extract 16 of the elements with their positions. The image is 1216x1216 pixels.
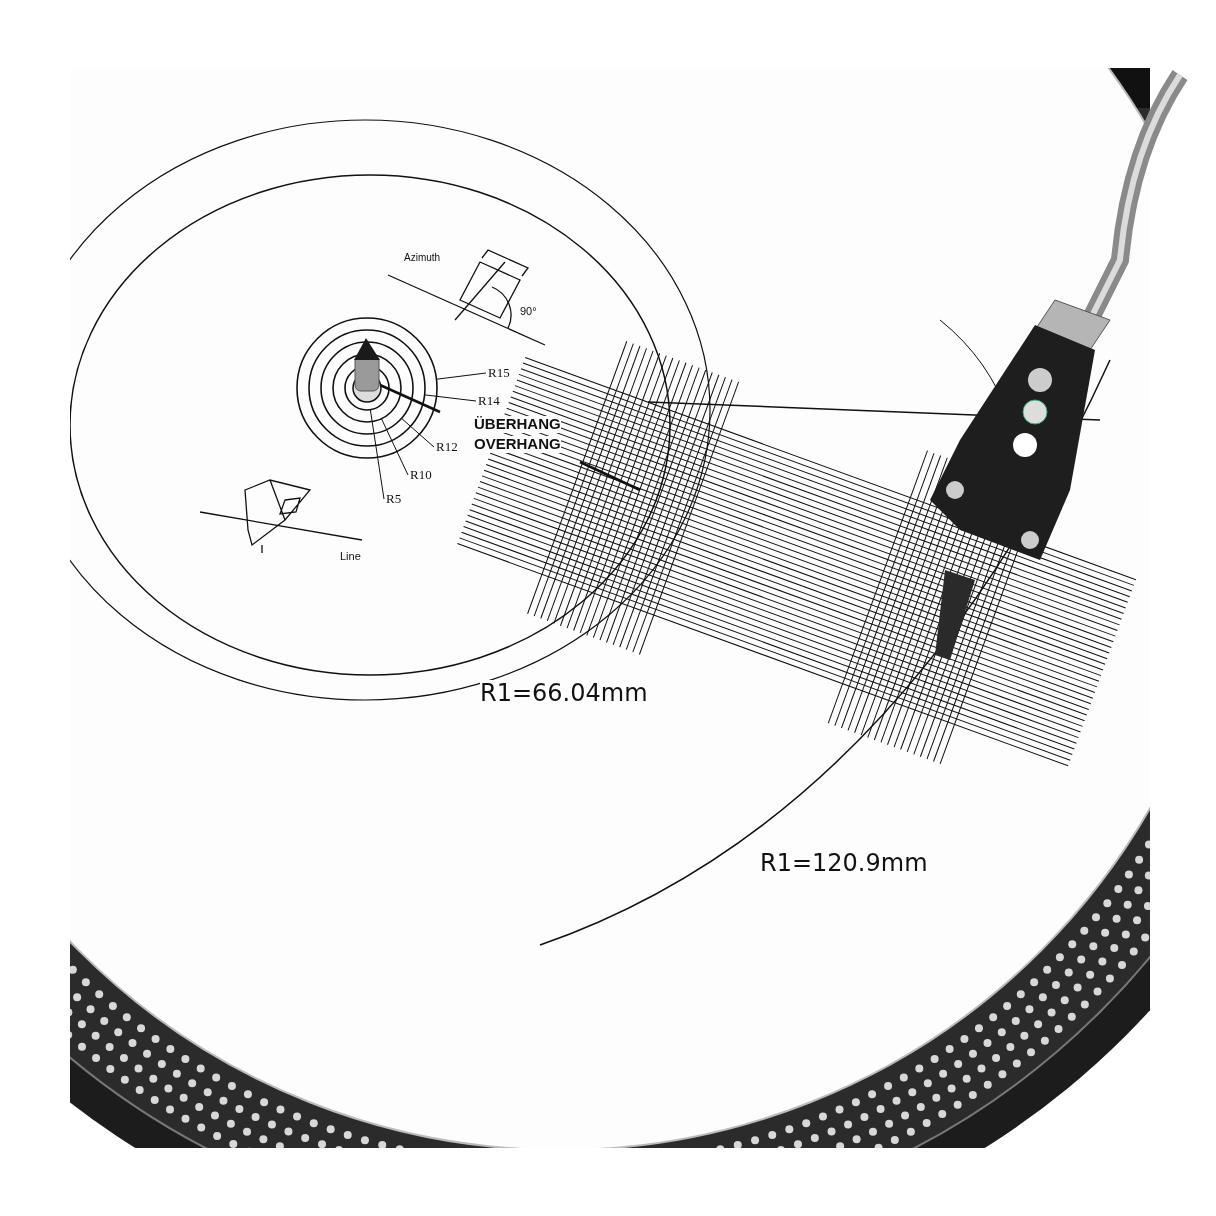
radius-label: R10 [410, 468, 432, 483]
leader-line [369, 409, 385, 500]
radius-label: R14 [478, 394, 500, 409]
leader-line [435, 372, 487, 380]
radius-ring [296, 317, 438, 459]
radius-label: R5 [386, 492, 402, 507]
azimuth-label: Azimuth [404, 252, 441, 263]
overhang-label: OVERHANG [474, 436, 561, 453]
angle-label: 90° [520, 305, 537, 318]
leader-line [424, 394, 477, 402]
radius-label: R15 [488, 366, 510, 381]
radius-label: R12 [436, 440, 458, 455]
leader-line [381, 418, 409, 476]
leader-line [401, 417, 435, 448]
line-label: Line [340, 550, 361, 563]
overhang-label: ÜBERHANG [474, 416, 561, 433]
